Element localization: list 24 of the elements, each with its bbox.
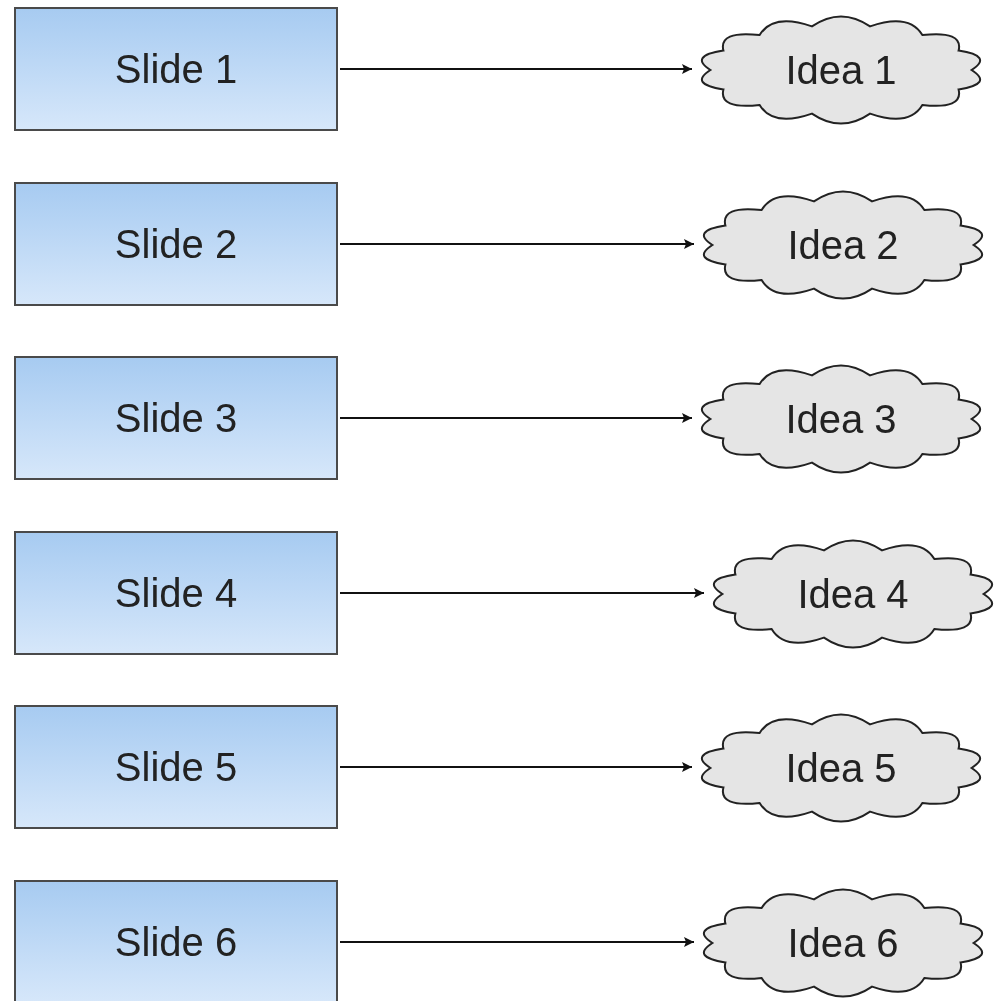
slide-box [14,705,338,829]
idea-label: Idea 4 [797,571,909,618]
slide-label: Slide 1 [114,46,238,93]
idea-label: Idea 5 [785,745,897,792]
slide-box [14,182,338,306]
arrow [339,588,705,598]
slide-box [14,880,338,1001]
idea-label: Idea 6 [787,920,899,967]
arrow [339,937,695,947]
arrow [339,762,693,772]
arrow [339,64,693,74]
slide-box [14,356,338,480]
idea-label: Idea 2 [787,222,899,269]
idea-label: Idea 3 [785,396,897,443]
idea-label: Idea 1 [785,47,897,94]
arrow [339,239,695,249]
slide-label: Slide 4 [114,570,238,617]
slide-box [14,531,338,655]
slide-label: Slide 2 [114,221,238,268]
slide-label: Slide 3 [114,395,238,442]
slide-label: Slide 6 [114,919,238,966]
arrow [339,413,693,423]
slide-box [14,7,338,131]
slide-label: Slide 5 [114,744,238,791]
